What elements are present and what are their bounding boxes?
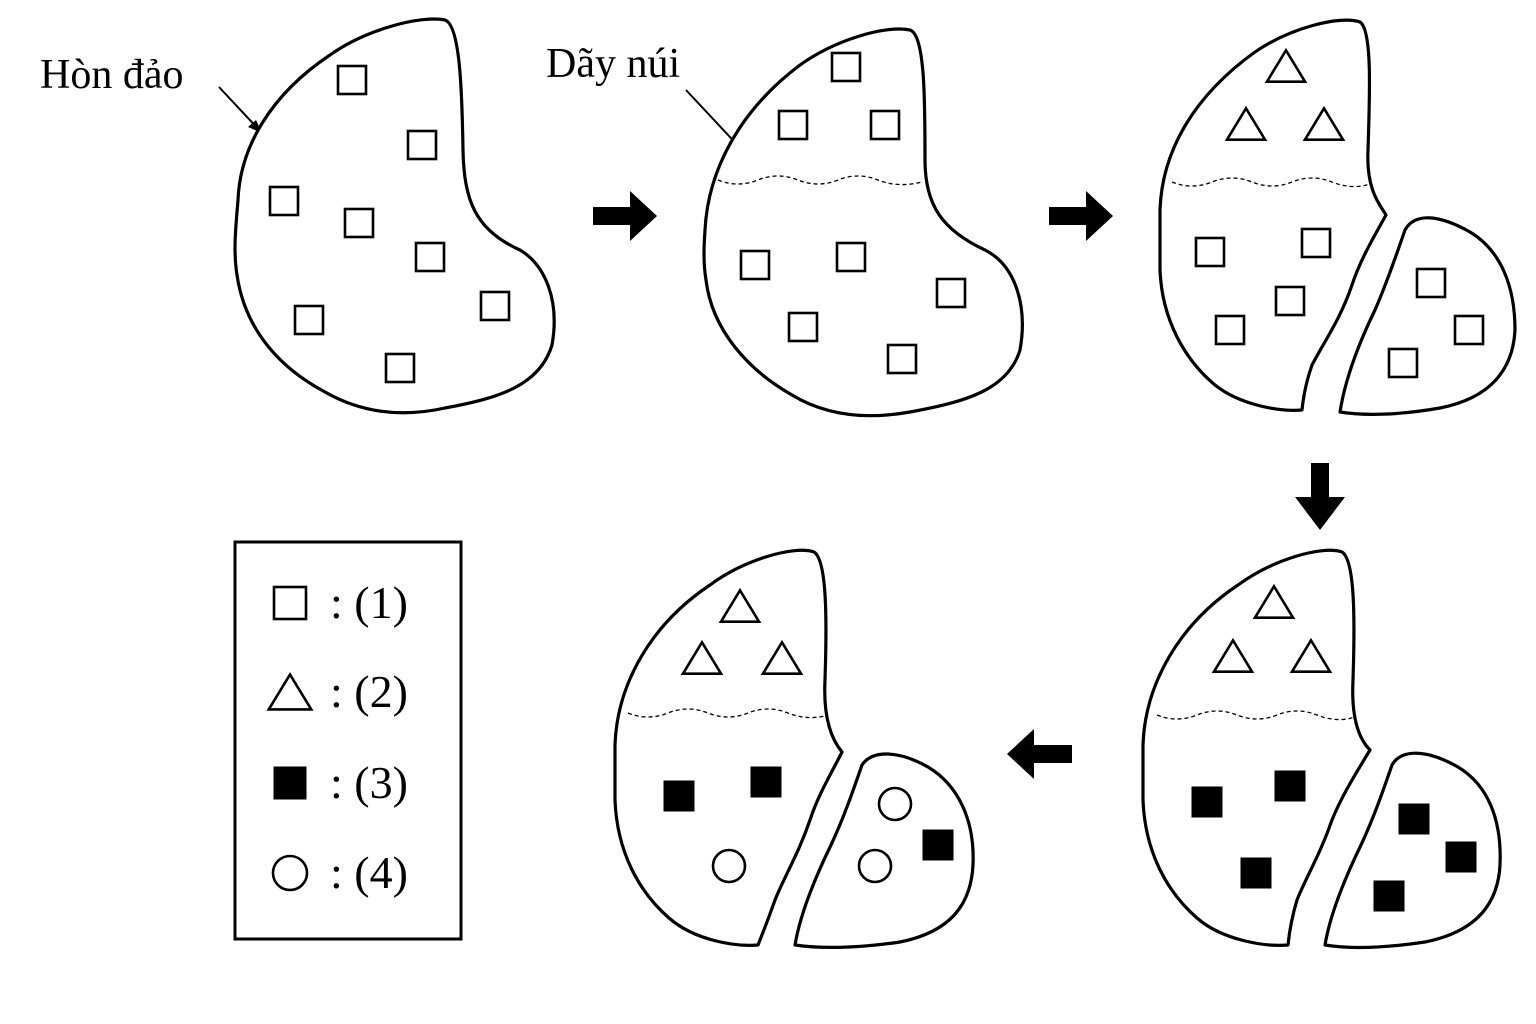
filled-square-icon bbox=[750, 766, 782, 798]
open-triangle-icon bbox=[1289, 637, 1333, 673]
open-square-icon bbox=[1274, 285, 1306, 317]
mountain-ridge bbox=[717, 175, 923, 186]
island-label: Hòn đảo bbox=[40, 52, 183, 98]
fragment-symbols bbox=[857, 786, 954, 884]
legend-item-label: : (2) bbox=[330, 666, 408, 717]
filled-square-icon bbox=[663, 780, 695, 812]
open-triangle-icon bbox=[1224, 105, 1268, 141]
filled-square-icon bbox=[1398, 803, 1430, 835]
south-symbols bbox=[1191, 770, 1306, 889]
open-square-icon bbox=[787, 311, 819, 343]
open-triangle-icon bbox=[1211, 637, 1255, 673]
fragment-symbols bbox=[1373, 803, 1477, 912]
legend-item: : (4) bbox=[271, 847, 408, 898]
open-circle-icon bbox=[711, 848, 747, 884]
filled-square-icon bbox=[273, 766, 307, 800]
open-circle-icon bbox=[877, 786, 913, 822]
stage-4-island-split bbox=[1141, 548, 1502, 949]
open-square-icon bbox=[1194, 236, 1226, 268]
filled-square-icon bbox=[1445, 841, 1477, 873]
legend-item: : (3) bbox=[273, 757, 408, 808]
north-symbols bbox=[1224, 47, 1346, 141]
mountain-ridge bbox=[1156, 710, 1356, 721]
main_island-symbols bbox=[268, 64, 511, 384]
open-square-icon bbox=[935, 277, 967, 309]
open-square-icon bbox=[336, 64, 368, 96]
stage-3-island-split bbox=[1158, 18, 1517, 416]
open-triangle-icon bbox=[1264, 47, 1308, 83]
open-triangle-icon bbox=[718, 587, 762, 623]
open-square-icon bbox=[739, 249, 771, 281]
south-symbols bbox=[663, 766, 782, 884]
arrow-left-icon bbox=[1007, 729, 1072, 779]
filled-square-icon bbox=[1240, 857, 1272, 889]
open-square-icon bbox=[1214, 314, 1246, 346]
filled-square-icon bbox=[1274, 770, 1306, 802]
open-square-icon bbox=[406, 129, 438, 161]
open-triangle-icon bbox=[680, 639, 724, 675]
open-square-icon bbox=[830, 51, 862, 83]
north-symbols bbox=[680, 587, 804, 675]
open-square-icon bbox=[479, 290, 511, 322]
open-square-icon bbox=[272, 585, 308, 621]
north-symbols bbox=[777, 51, 901, 141]
stage-1-island bbox=[233, 17, 556, 415]
open-square-icon bbox=[835, 241, 867, 273]
open-triangle-icon bbox=[760, 639, 804, 675]
stage-5-island-split bbox=[613, 548, 975, 949]
open-square-icon bbox=[268, 185, 300, 217]
open-triangle-icon bbox=[1302, 105, 1346, 141]
mountain-ridge bbox=[1171, 177, 1371, 188]
legend-item-label: : (3) bbox=[330, 757, 408, 808]
fragment-island-outline bbox=[1323, 751, 1502, 949]
open-square-icon bbox=[1300, 227, 1332, 259]
filled-square-icon bbox=[1191, 786, 1223, 818]
north-symbols bbox=[1211, 583, 1333, 673]
open-square-icon bbox=[777, 109, 809, 141]
open-square-icon bbox=[293, 304, 325, 336]
fragment-island-outline bbox=[1338, 216, 1517, 416]
arrow-down-icon bbox=[1295, 463, 1345, 530]
legend-item-label: : (4) bbox=[330, 847, 408, 898]
open-triangle-icon bbox=[1252, 583, 1296, 619]
island-outline bbox=[702, 27, 1024, 418]
open-square-icon bbox=[1387, 347, 1419, 379]
filled-square-icon bbox=[1373, 880, 1405, 912]
open-square-icon bbox=[343, 207, 375, 239]
fragment-symbols bbox=[1387, 267, 1485, 379]
filled-square-icon bbox=[922, 829, 954, 861]
open-square-icon bbox=[414, 241, 446, 273]
arrow-right-icon bbox=[593, 191, 657, 241]
legend-item-label: : (1) bbox=[330, 577, 408, 628]
south-symbols bbox=[739, 241, 967, 375]
open-square-icon bbox=[869, 109, 901, 141]
arrow-right-icon bbox=[1049, 191, 1113, 241]
island-label-pointer bbox=[218, 86, 263, 134]
south-symbols bbox=[1194, 227, 1332, 346]
mountain-range-label: Dãy núi bbox=[546, 41, 680, 87]
open-square-icon bbox=[1415, 267, 1447, 299]
fragment-island-outline bbox=[793, 752, 975, 949]
open-triangle-icon bbox=[266, 672, 314, 711]
open-square-icon bbox=[1453, 314, 1485, 346]
open-circle-icon bbox=[271, 854, 309, 892]
open-square-icon bbox=[886, 343, 918, 375]
legend-item: : (1) bbox=[272, 577, 408, 628]
open-square-icon bbox=[384, 352, 416, 384]
open-circle-icon bbox=[857, 848, 893, 884]
mountain-ridge bbox=[627, 708, 829, 719]
legend: : (1) : (2) : (3) : (4) bbox=[233, 540, 463, 941]
stage-2-island bbox=[702, 27, 1024, 418]
legend-item: : (2) bbox=[266, 666, 408, 717]
